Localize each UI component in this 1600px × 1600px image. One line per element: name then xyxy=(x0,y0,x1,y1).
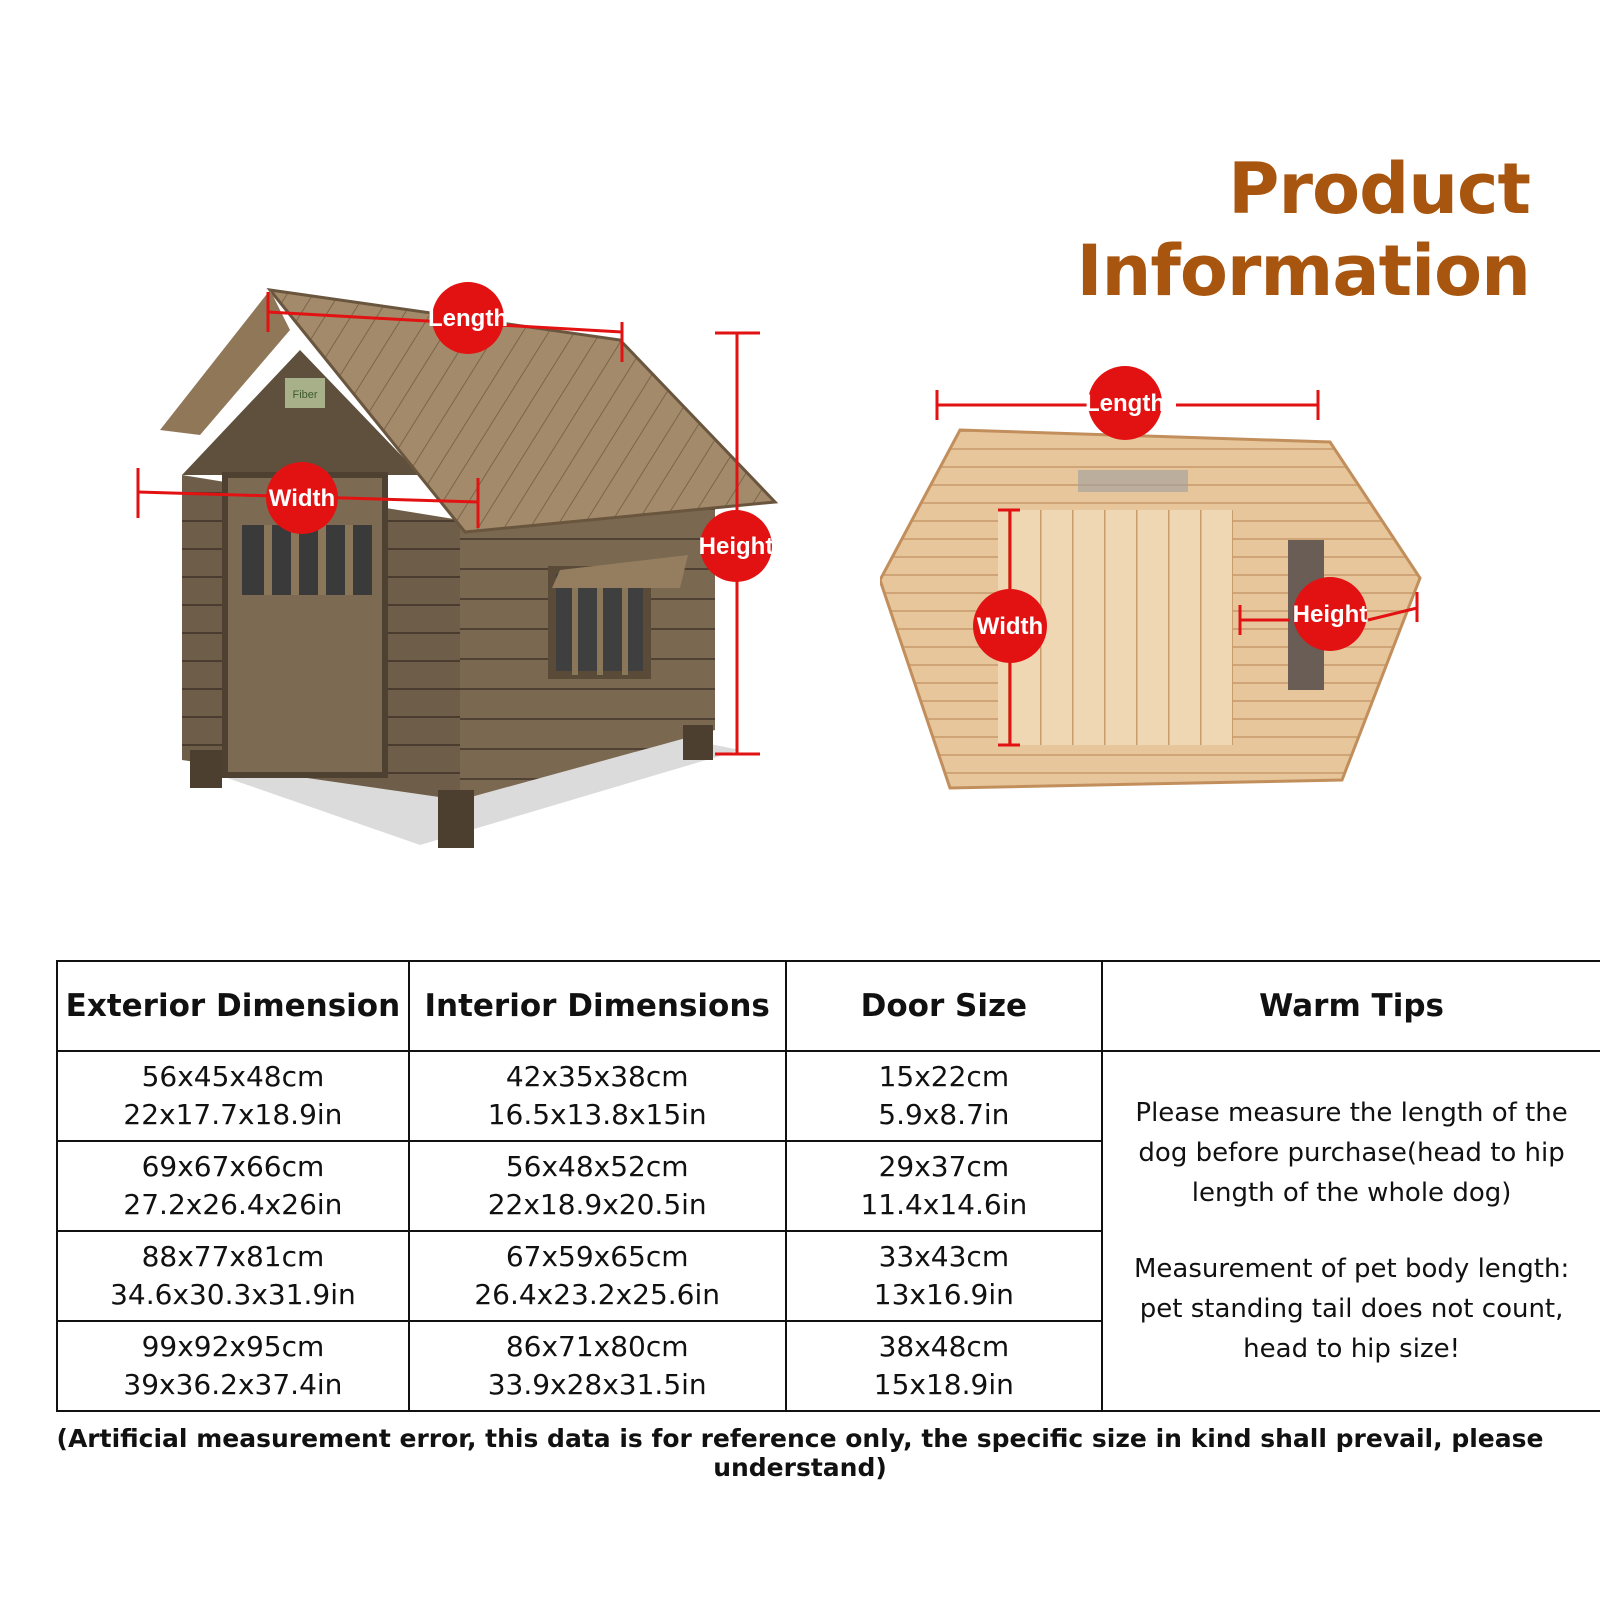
interior-height-badge xyxy=(1293,577,1367,651)
header-door-size: Door Size xyxy=(784,960,1104,1052)
interior-width-label: Width xyxy=(977,613,1043,640)
warm-tips-cell: Please measure the length of the dog bef… xyxy=(1101,1050,1600,1412)
interior-cm: 67x59x65cm xyxy=(505,1240,689,1273)
exterior-in: 34.6x30.3x31.9in xyxy=(110,1278,356,1311)
exterior-cm: 88x77x81cm xyxy=(141,1240,325,1273)
interior-in: 16.5x13.8x15in xyxy=(487,1098,707,1131)
door-cm: 38x48cm xyxy=(878,1330,1010,1363)
tip-measure-length: Please measure the length of the dog bef… xyxy=(1135,1098,1568,1208)
interior-cell: 42x35x38cm 16.5x13.8x15in xyxy=(407,1050,787,1142)
interior-in: 22x18.9x20.5in xyxy=(487,1188,707,1221)
interior-length-badge xyxy=(1088,366,1162,440)
interior-length-label: Length xyxy=(1085,390,1165,417)
interior-in: 26.4x23.2x25.6in xyxy=(474,1278,721,1311)
table-row: 88x77x81cm 34.6x30.3x31.9in 67x59x65cm 2… xyxy=(56,1230,1600,1322)
header-warm-tips: Warm Tips xyxy=(1101,960,1600,1052)
door-cm: 29x37cm xyxy=(878,1150,1010,1183)
height-badge xyxy=(700,510,772,582)
table-header-row: Exterior Dimension Interior Dimensions D… xyxy=(56,960,1600,1052)
header-exterior-dimension: Exterior Dimension xyxy=(56,960,410,1052)
interior-cm: 42x35x38cm xyxy=(505,1060,689,1093)
header-interior-dimensions: Interior Dimensions xyxy=(407,960,787,1052)
width-badge xyxy=(266,462,338,534)
measurement-disclaimer: (Artificial measurement error, this data… xyxy=(56,1424,1544,1482)
exterior-width-label: Width xyxy=(269,485,335,512)
door-cell: 15x22cm 5.9x8.7in xyxy=(784,1050,1104,1142)
interior-cm: 86x71x80cm xyxy=(505,1330,689,1363)
door-in: 11.4x14.6in xyxy=(860,1188,1028,1221)
door-in: 5.9x8.7in xyxy=(878,1098,1010,1131)
exterior-cell: 88x77x81cm 34.6x30.3x31.9in xyxy=(56,1230,410,1322)
door-cm: 33x43cm xyxy=(878,1240,1010,1273)
exterior-cm: 69x67x66cm xyxy=(141,1150,325,1183)
door-cell: 38x48cm 15x18.9in xyxy=(784,1320,1104,1412)
exterior-length-label: Length xyxy=(428,305,508,332)
interior-top-view-figure: Length Width Height xyxy=(878,360,1480,860)
exterior-cell: 99x92x95cm 39x36.2x37.4in xyxy=(56,1320,410,1412)
exterior-cm: 99x92x95cm xyxy=(141,1330,325,1363)
length-badge xyxy=(432,282,504,354)
interior-width-badge xyxy=(973,589,1047,663)
table-row: 56x45x48cm 22x17.7x18.9in 42x35x38cm 16.… xyxy=(56,1050,1600,1412)
exterior-cell: 69x67x66cm 27.2x26.4x26in xyxy=(56,1140,410,1232)
exterior-cm: 56x45x48cm xyxy=(141,1060,325,1093)
interior-in: 33.9x28x31.5in xyxy=(487,1368,707,1401)
door-cell: 33x43cm 13x16.9in xyxy=(784,1230,1104,1322)
table-row: 99x92x95cm 39x36.2x37.4in 86x71x80cm 33.… xyxy=(56,1320,1600,1412)
interior-cell: 56x48x52cm 22x18.9x20.5in xyxy=(407,1140,787,1232)
exterior-in: 27.2x26.4x26in xyxy=(123,1188,343,1221)
table-row: 69x67x66cm 27.2x26.4x26in 56x48x52cm 22x… xyxy=(56,1140,1600,1232)
interior-height-label: Height xyxy=(1293,601,1368,628)
exterior-in: 39x36.2x37.4in xyxy=(123,1368,343,1401)
door-in: 13x16.9in xyxy=(873,1278,1014,1311)
interior-cm: 56x48x52cm xyxy=(505,1150,689,1183)
page-title: Product Information xyxy=(1076,148,1531,312)
house-sign-text: Fiber xyxy=(292,389,317,401)
exterior-height-label: Height xyxy=(699,533,774,560)
interior-cell: 67x59x65cm 26.4x23.2x25.6in xyxy=(407,1230,787,1322)
exterior-cell: 56x45x48cm 22x17.7x18.9in xyxy=(56,1050,410,1142)
tip-body-length: Measurement of pet body length: pet stan… xyxy=(1133,1254,1570,1364)
interior-cell: 86x71x80cm 33.9x28x31.5in xyxy=(407,1320,787,1412)
door-in: 15x18.9in xyxy=(873,1368,1014,1401)
door-cm: 15x22cm xyxy=(878,1060,1010,1093)
door-cell: 29x37cm 11.4x14.6in xyxy=(784,1140,1104,1232)
interior-top-view-illustration: Length Width Height xyxy=(878,366,1422,790)
exterior-in: 22x17.7x18.9in xyxy=(123,1098,343,1131)
exterior-dog-house-illustration: Fiber Length Widt xyxy=(136,282,779,848)
size-specification-table: Exterior Dimension Interior Dimensions D… xyxy=(56,960,1600,1412)
exterior-dog-house-figure: Fiber Length Widt xyxy=(120,270,820,890)
